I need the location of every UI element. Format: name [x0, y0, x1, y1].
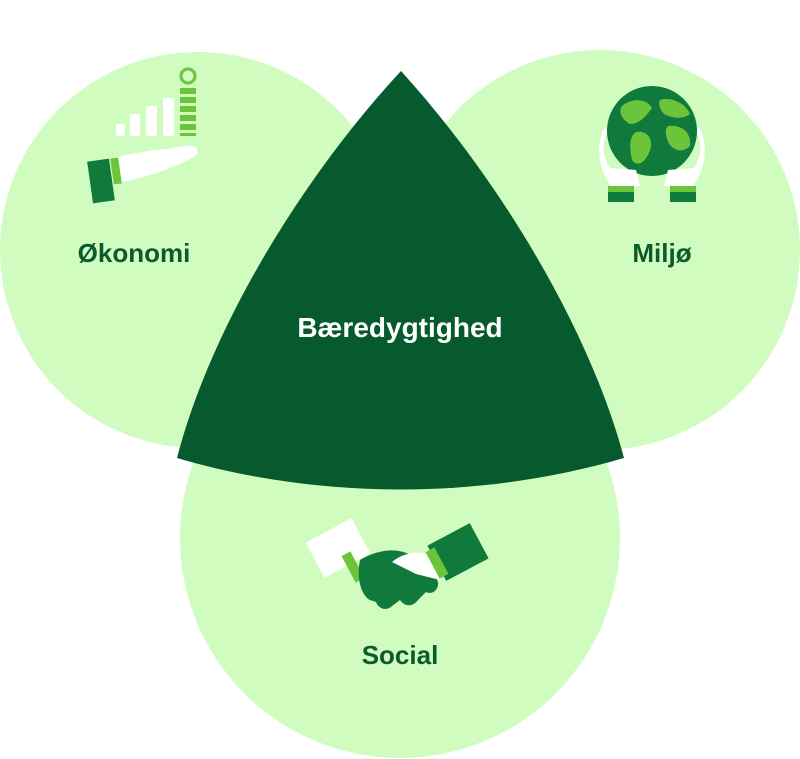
hands-globe-icon — [599, 86, 705, 202]
hand-bar-chart-icon — [87, 67, 198, 204]
label-social: Social — [362, 640, 439, 670]
label-economy: Økonomi — [78, 238, 191, 268]
label-center: Bæredygtighed — [297, 312, 502, 343]
handshake-icon — [305, 518, 489, 609]
center-intersection — [177, 71, 624, 490]
label-environment: Miljø — [632, 238, 691, 268]
